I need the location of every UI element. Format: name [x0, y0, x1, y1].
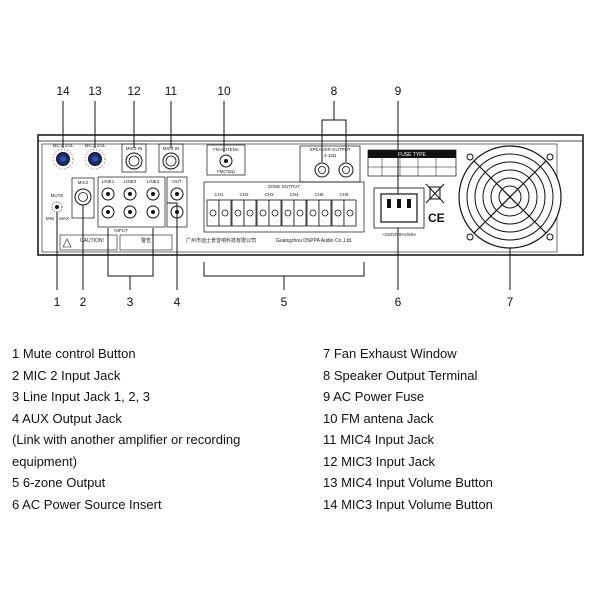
svg-text:CH5: CH5	[314, 192, 323, 197]
weee-bin-icon	[425, 183, 445, 204]
svg-text:MAX: MAX	[59, 216, 69, 221]
legend-item: 10 FM antena Jack	[323, 410, 434, 426]
callout-11: 11	[165, 84, 178, 98]
svg-text:CH1: CH1	[214, 192, 223, 197]
svg-text:CH2: CH2	[239, 192, 248, 197]
legend-item: 8 Speaker Output Terminal	[323, 367, 478, 383]
svg-text:LINE3: LINE3	[147, 179, 160, 184]
legend-item: 2 MIC 2 Input Jack	[12, 367, 121, 383]
svg-text:LINE1: LINE1	[102, 179, 115, 184]
legend-left-column: 1 Mute control Button 2 MIC 2 Input Jack…	[12, 343, 240, 515]
callout-1: 1	[54, 295, 61, 309]
legend-item: 1 Mute control Button	[12, 346, 136, 361]
svg-text:MIC4 IN: MIC4 IN	[163, 146, 180, 151]
caution-label: CAUTION! 警告	[59, 234, 173, 251]
callout-2: 2	[80, 295, 87, 309]
callout-6: 6	[395, 295, 402, 309]
legend-item: 5 6-zone Output	[12, 475, 106, 490]
panel-body	[37, 134, 584, 256]
svg-text:FM(75Ω): FM(75Ω)	[217, 169, 235, 174]
mic3-vol-knob[interactable]: MIC3 VOL	[84, 143, 106, 170]
svg-text:CH3: CH3	[264, 192, 273, 197]
svg-text:MIC3 IN: MIC3 IN	[126, 146, 143, 151]
legend-right-column: 7 Fan Exhaust Window 8 Speaker Output Te…	[323, 343, 493, 515]
mic4-vol-knob[interactable]: MIC4 VOL	[52, 143, 74, 170]
svg-text:MIC3 VOL: MIC3 VOL	[84, 143, 106, 148]
callout-14: 14	[56, 84, 70, 98]
svg-text:~220V/50Hz/60A: ~220V/50Hz/60A	[382, 232, 416, 237]
svg-text:MIC4 VOL: MIC4 VOL	[52, 143, 74, 148]
zone-output-block[interactable]: ZONE OUTPUT CH1 CH2 CH3 CH4 CH5 CH6	[203, 181, 365, 233]
input-label: INPUT	[114, 228, 128, 233]
svg-text:CH4: CH4	[289, 192, 298, 197]
callout-10: 10	[217, 84, 231, 98]
legend-item: 12 MIC3 Input Jack	[323, 453, 435, 469]
svg-text:LINE2: LINE2	[124, 179, 137, 184]
company-name-en: Guangzhou DSPPA Audio Co.,Ltd.	[276, 238, 352, 244]
legend-item: 14 MIC3 Input Volume Button	[323, 496, 493, 512]
fm-antenna-jack[interactable]: FM ANTENA FM(75Ω)	[206, 144, 246, 176]
ce-mark-icon: CE	[428, 211, 445, 225]
svg-text:警告: 警告	[141, 237, 151, 244]
legend-item: 6 AC Power Source Insert	[12, 496, 162, 512]
svg-text:MIN: MIN	[46, 216, 54, 221]
bottom-leader-lines	[56, 202, 511, 290]
mic2-input-jack[interactable]: MIC2	[71, 177, 95, 219]
svg-text:FUSE TYPE: FUSE TYPE	[398, 152, 426, 158]
fuse-type-table: FUSE TYPE	[367, 149, 457, 177]
legend-item: 3 Line Input Jack 1, 2, 3	[12, 389, 151, 404]
callout-4: 4	[174, 295, 181, 309]
company-name-cn: 广州市迪士普音响科技有限公司	[186, 237, 256, 244]
svg-text:MIC2: MIC2	[78, 180, 89, 185]
svg-text:FM ANTENA: FM ANTENA	[213, 147, 239, 152]
callout-9: 9	[395, 84, 402, 98]
callout-3: 3	[127, 295, 134, 309]
legend-item: 4 AUX Output Jack	[12, 410, 122, 426]
callout-8: 8	[331, 84, 338, 98]
legend-item: 9 AC Power Fuse	[323, 389, 425, 404]
svg-text:ZONE OUTPUT: ZONE OUTPUT	[268, 184, 301, 189]
line-input-jacks[interactable]: LINE1 LINE2 LINE3	[97, 176, 166, 228]
mic4-input-jack[interactable]: MIC4 IN	[158, 143, 184, 173]
legend-item: 13 MIC4 Input Volume Button	[323, 475, 493, 490]
fan-exhaust-window	[458, 145, 562, 249]
callout-12: 12	[127, 84, 141, 98]
callout-5: 5	[281, 295, 288, 309]
svg-text:CAUTION!: CAUTION!	[80, 238, 104, 244]
svg-text:MUTE: MUTE	[51, 193, 64, 198]
svg-text:4-16Ω: 4-16Ω	[324, 153, 337, 158]
svg-text:OUT: OUT	[172, 179, 182, 184]
legend-item: 7 Fan Exhaust Window	[323, 346, 457, 361]
legend-item: equipment)	[12, 453, 78, 469]
speaker-output-terminal[interactable]: SPEAKER OUTPUT 4-16Ω	[299, 145, 361, 183]
legend-item: 11 MIC4 Input Jack	[323, 432, 435, 447]
callout-13: 13	[88, 84, 102, 98]
callout-7: 7	[507, 295, 514, 309]
legend-item: (Link with another amplifier or recordin…	[12, 432, 241, 447]
svg-text:SPEAKER OUTPUT: SPEAKER OUTPUT	[309, 147, 350, 152]
ac-power-socket[interactable]: ~220V/50Hz/60A	[373, 187, 425, 237]
mic3-input-jack[interactable]: MIC3 IN	[121, 143, 147, 173]
svg-text:CH6: CH6	[339, 192, 348, 197]
